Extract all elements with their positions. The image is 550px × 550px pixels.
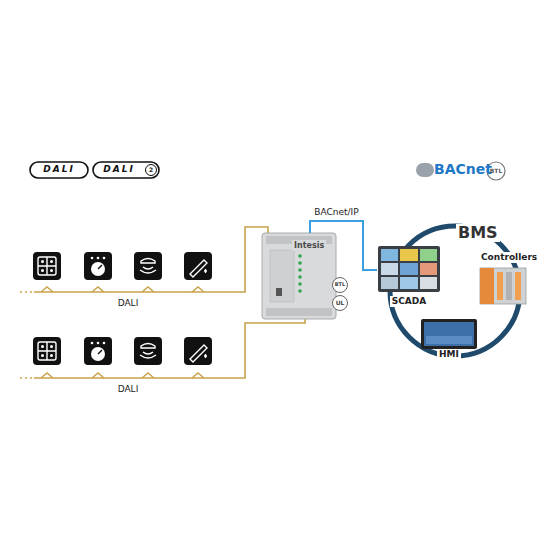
scada-monitors [378, 246, 440, 292]
bus-tap [142, 373, 154, 378]
dali-device-icon [184, 252, 212, 280]
bms-ring-group: BMSSCADAControllersHMI [386, 226, 524, 358]
node-label: HMI [437, 349, 461, 360]
gateway-box: Intesis [262, 233, 336, 319]
node-label: BMS [456, 224, 500, 242]
ul-device-mark: UL [336, 300, 345, 307]
bus-tap [41, 373, 53, 378]
dali-device-icon [184, 337, 212, 365]
node-label: Intesis [292, 240, 326, 251]
status-led [298, 261, 302, 265]
dali-devices [33, 252, 212, 378]
btl-device-mark: BTL [335, 282, 345, 288]
dali-device-icon [84, 337, 112, 365]
node-label: Controllers [479, 252, 539, 263]
dali2-logo-number: 2 [149, 167, 153, 174]
hmi-panel [421, 319, 477, 349]
controllers-node: Controllers [477, 252, 541, 306]
bus-label: DALI [116, 299, 141, 309]
bus-tap [142, 287, 154, 292]
hmi-node: HMI [419, 318, 479, 360]
btl-logo-text: BTL [490, 168, 503, 175]
dali-bus-continuation [20, 292, 34, 378]
dali-logo-text: DALI [43, 165, 75, 175]
status-led [298, 275, 302, 279]
bus-tap [92, 373, 104, 378]
dali-device-icon [33, 337, 61, 365]
scada-node: SCADA [377, 245, 441, 307]
dali2-logo-text: DALI [103, 165, 135, 175]
dali-device-icon [84, 252, 112, 280]
status-led [298, 282, 302, 286]
node-label: SCADA [390, 296, 429, 307]
dali-device-icon [33, 252, 61, 280]
status-led [298, 289, 302, 293]
bus-tap [92, 287, 104, 292]
dali2-badge [146, 165, 157, 176]
status-led [298, 268, 302, 272]
dali-logo [30, 162, 88, 178]
dali2-logo [93, 162, 159, 178]
gateway-device [262, 233, 348, 319]
bus-tap [192, 373, 204, 378]
dali-device-icon [134, 337, 162, 365]
link-label: BACnet/IP [313, 208, 359, 218]
bus-tap [192, 287, 204, 292]
status-led [298, 254, 302, 258]
status-leds [298, 254, 302, 293]
bacnet-logo-text: BACnet [434, 162, 492, 177]
ashrae-mark [416, 163, 434, 177]
bus-tap [41, 287, 53, 292]
plc-controller [480, 268, 526, 304]
bus-label: DALI [116, 385, 141, 395]
dali-device-icon [134, 252, 162, 280]
